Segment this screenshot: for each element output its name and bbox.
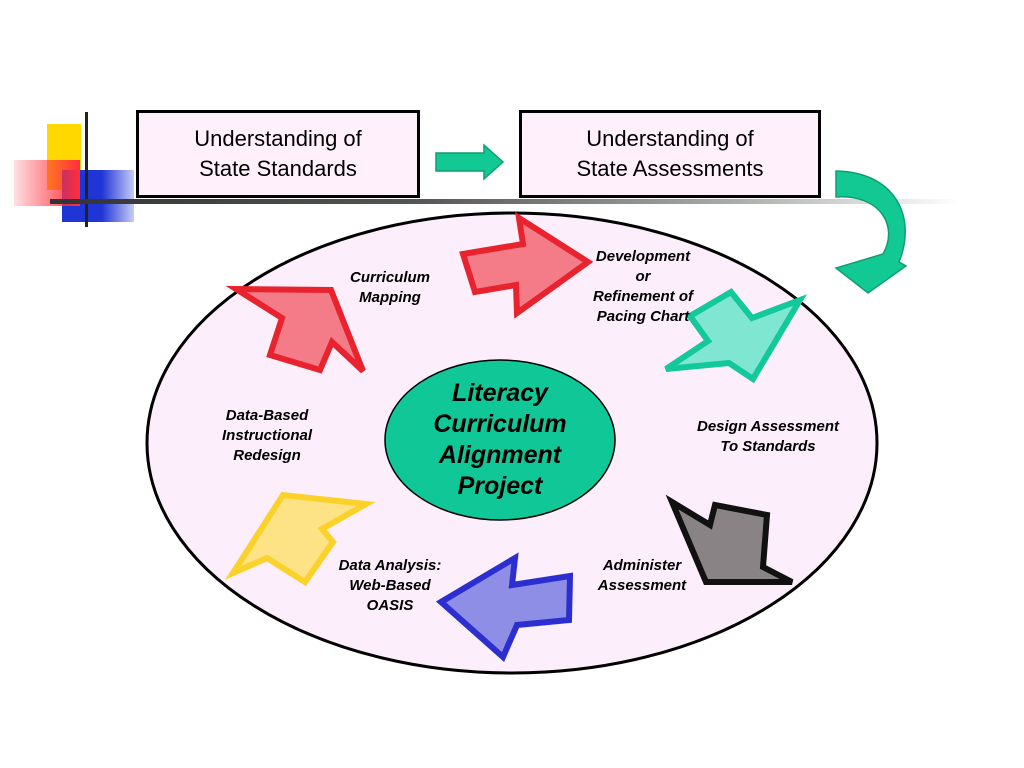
label-design-assessment: Design Assessment To Standards [676,417,860,457]
gray-arrow-lower-right [665,494,794,585]
label-line: Development [595,248,691,265]
curved-down-arrow [834,170,908,294]
label-line: Administer [602,557,682,574]
label-line: OASIS [366,597,414,614]
label-data-analysis: Data Analysis: Web-Based OASIS [325,556,455,616]
label-line: Instructional [221,427,312,444]
state-assessments-line2: State Assessments [576,156,764,181]
label-line: Mapping [359,289,421,306]
state-standards-box: Understanding of State Standards [136,110,420,198]
label-line: Assessment [597,577,687,594]
state-standards-line1: Understanding of [194,126,362,151]
label-pacing-chart: Development or Refinement of Pacing Char… [573,247,713,327]
label-curriculum-mapping: Curriculum Mapping [330,268,450,308]
label-line: Curriculum [349,269,430,286]
center-title: Literacy Curriculum Alignment Project [384,378,616,502]
label-line: Pacing Chart [596,308,690,325]
center-title-line: Alignment [438,441,562,469]
state-standards-line2: State Standards [199,156,357,181]
label-line: Web-Based [349,577,431,594]
label-line: To Standards [720,438,816,455]
center-oval [384,359,616,521]
mint-arrow-right [664,288,807,384]
blue-arrow-bottom [435,552,574,662]
standards-to-assessments-arrow [435,143,505,181]
red-arrow-top [459,211,594,319]
label-line: or [635,268,651,285]
deco-horizontal-rule [50,199,960,204]
label-line: Design Assessment [696,418,839,435]
center-title-line: Project [457,472,543,500]
center-title-line: Literacy [452,379,548,407]
label-data-based-redesign: Data-Based Instructional Redesign [205,406,329,466]
state-assessments-box: Understanding of State Assessments [519,110,821,198]
deco-red-square [14,160,80,206]
center-title-line: Curriculum [433,410,567,438]
yellow-arrow-lower-left [225,491,376,587]
state-assessments-line1: Understanding of [586,126,754,151]
label-line: Redesign [233,447,301,464]
label-line: Data-Based [225,407,309,424]
label-line: Refinement of [592,288,693,305]
red-arrow-upper-left [225,285,366,374]
deco-vertical-line [85,112,88,227]
label-line: Data Analysis: [338,557,442,574]
label-administer-assessment: Administer Assessment [583,556,701,596]
